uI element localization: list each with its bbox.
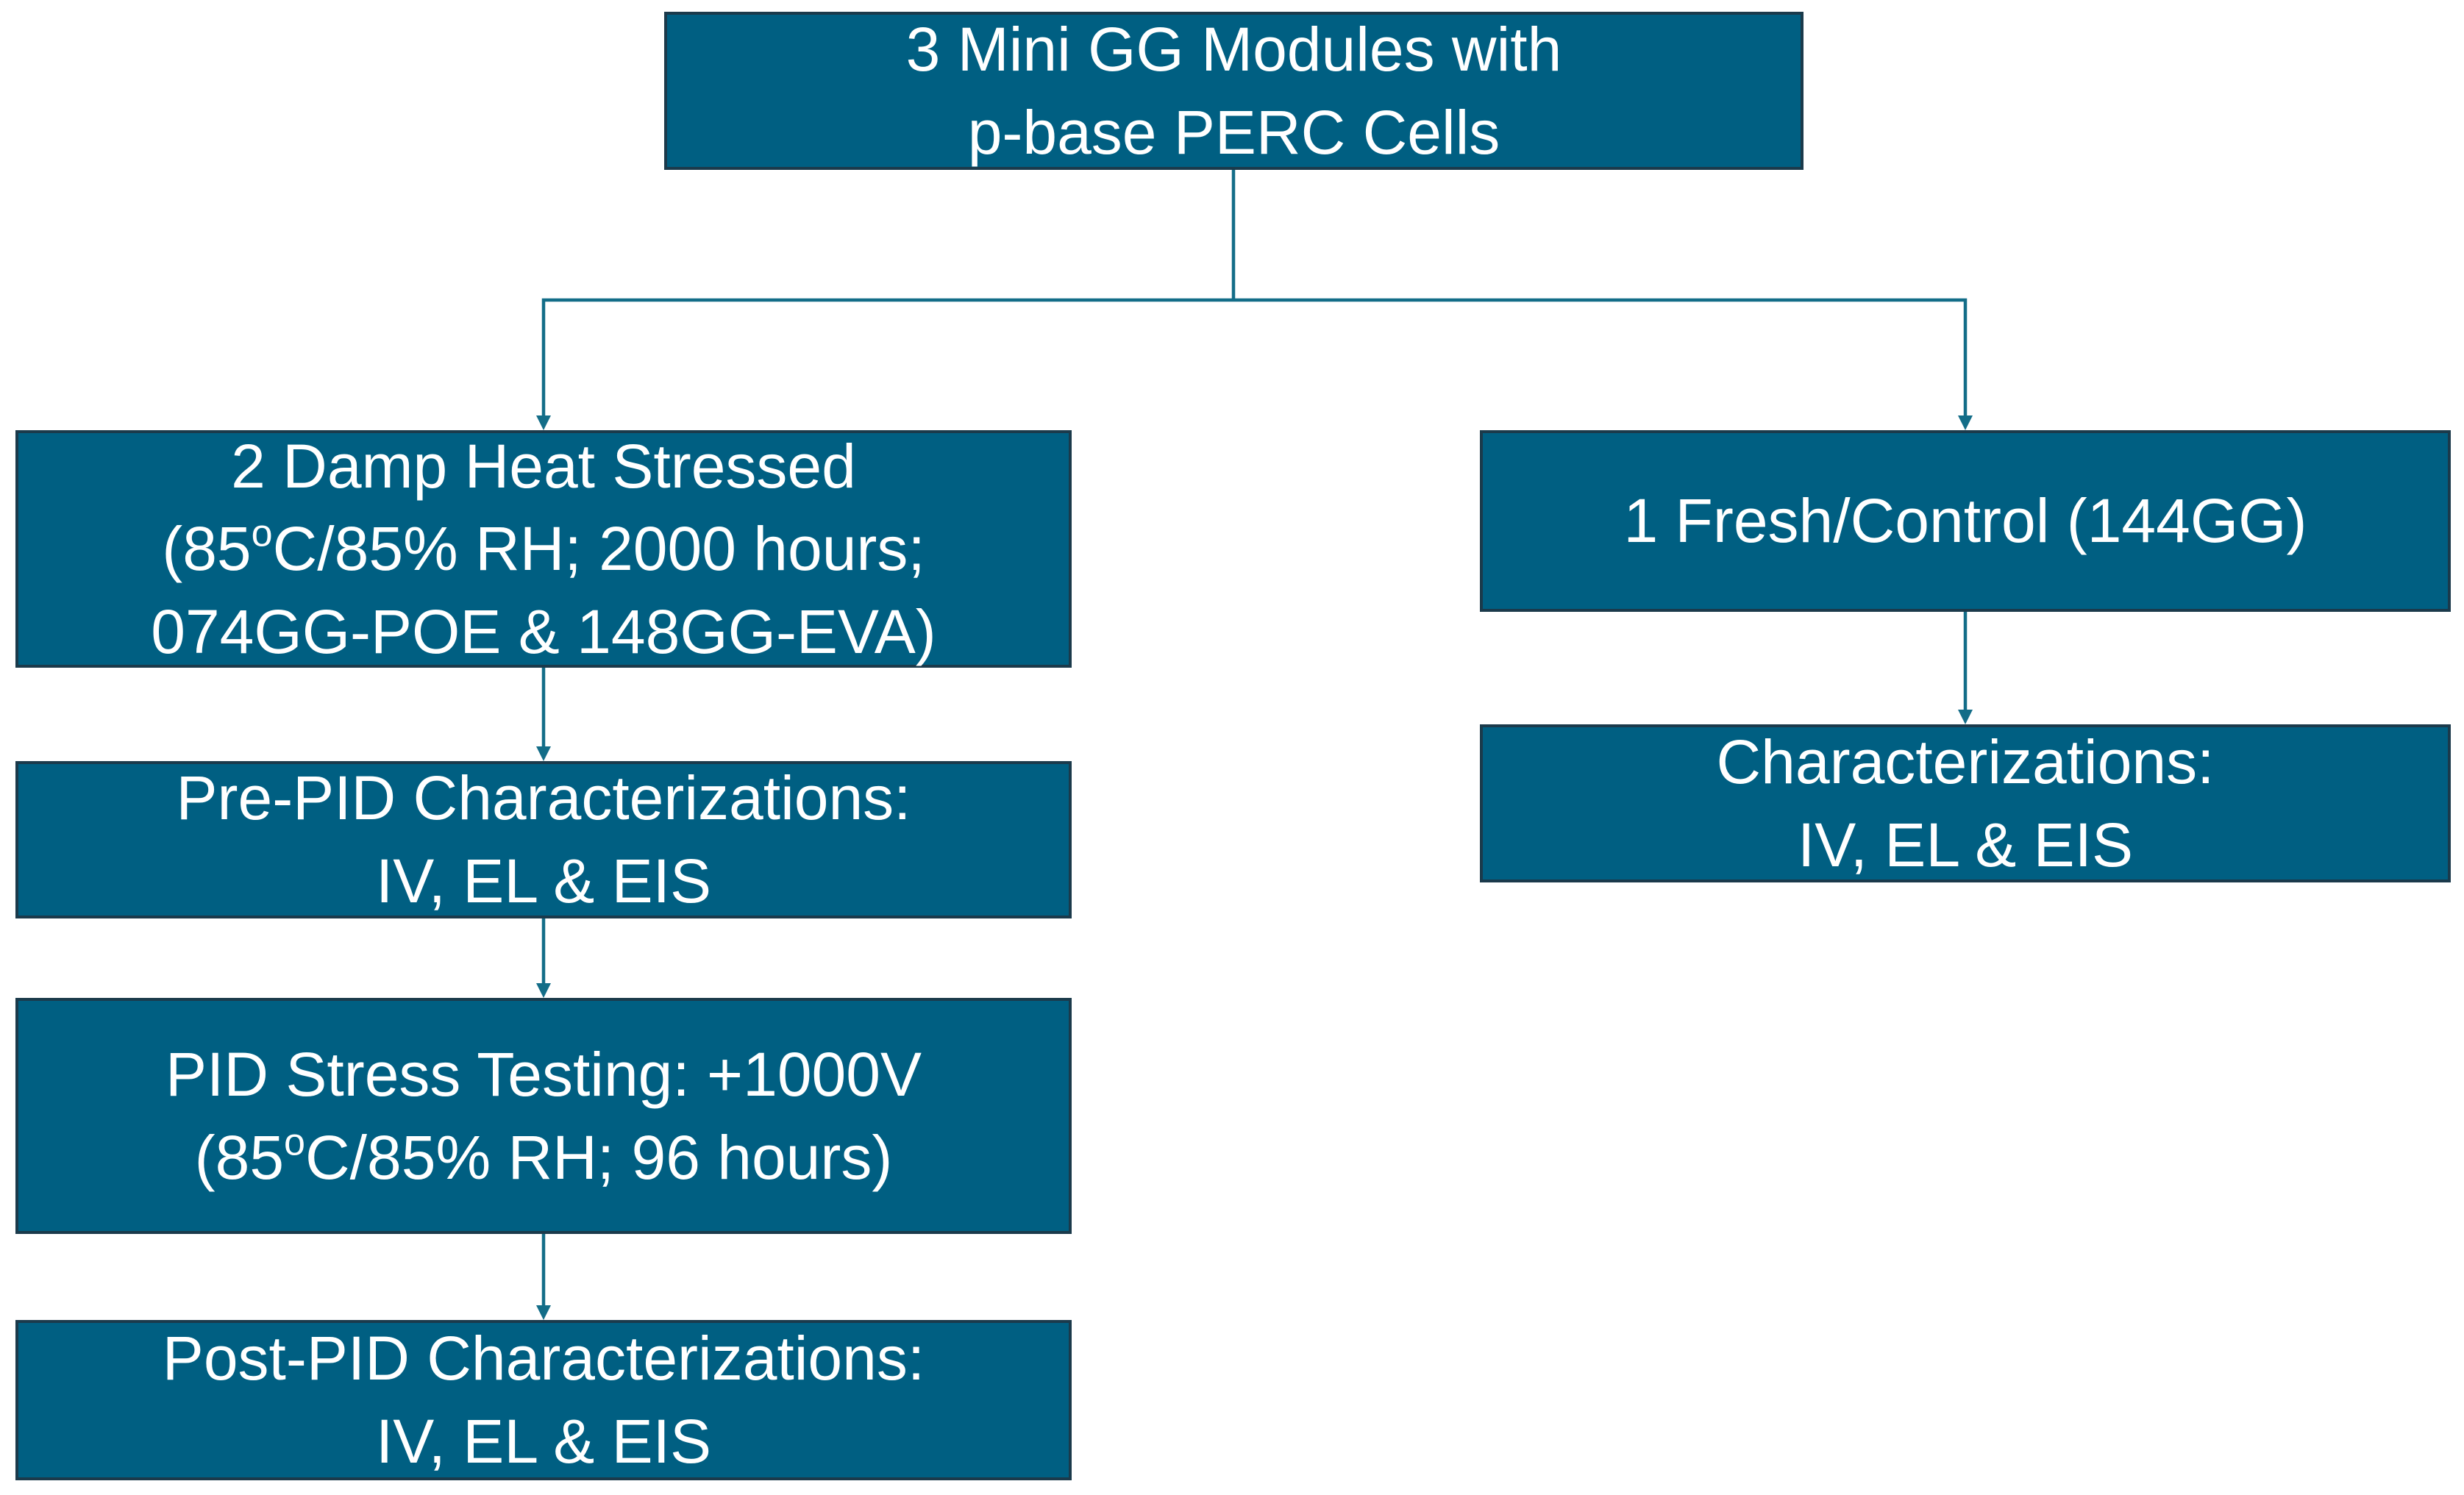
arrowhead-char [1958,710,1973,724]
node-post-line-1: Post-PID Characterizations: [162,1324,925,1394]
node-pidstress-line-1: PID Stress Testing: +1000V [165,1039,922,1109]
node-char-line-1: Characterizations: [1716,727,2215,796]
node-damp-line-1: 2 Damp Heat Stressed [231,431,856,501]
node-damp-heat-stressed: 2 Damp Heat Stressed (85oC/85% RH; 2000 … [15,430,1072,668]
node-pre-line-1: Pre-PID Characterizations: [176,763,911,833]
node-pre-pid-characterizations: Pre-PID Characterizations: IV, EL & EIS [15,761,1072,918]
node-root-line-2: p-base PERC Cells [967,97,1500,167]
node-char-line-2: IV, EL & EIS [1797,810,2134,879]
arrowhead-damp [536,415,551,430]
node-pre-line-2: IV, EL & EIS [375,846,712,916]
node-fresh-control: 1 Fresh/Control (144GG) [1480,430,2451,612]
arrowhead-pre [536,746,551,761]
node-damp-line-2: (85oC/85% RH; 2000 hours; [162,512,925,584]
arrowhead-post [536,1305,551,1320]
edge-root-to-fresh [1233,298,1968,417]
node-fresh-line-1: 1 Fresh/Control (144GG) [1623,486,2307,556]
node-mini-gg-modules: 3 Mini GG Modules with p-base PERC Cells [664,12,1804,170]
node-characterizations: Characterizations: IV, EL & EIS [1480,724,2451,882]
arrowhead-fresh [1958,415,1973,430]
node-root-line-1: 3 Mini GG Modules with [905,14,1562,84]
node-damp-line-3: 074GG-POE & 148GG-EVA) [151,596,936,666]
arrowhead-pidstress [536,983,551,998]
node-post-pid-characterizations: Post-PID Characterizations: IV, EL & EIS [15,1320,1072,1480]
node-post-line-2: IV, EL & EIS [375,1407,712,1476]
edge-root-to-damp [541,298,1233,417]
node-pidstress-line-2: (85oC/85% RH; 96 hours) [194,1121,893,1192]
node-pid-stress-testing: PID Stress Testing: +1000V (85oC/85% RH;… [15,998,1072,1234]
